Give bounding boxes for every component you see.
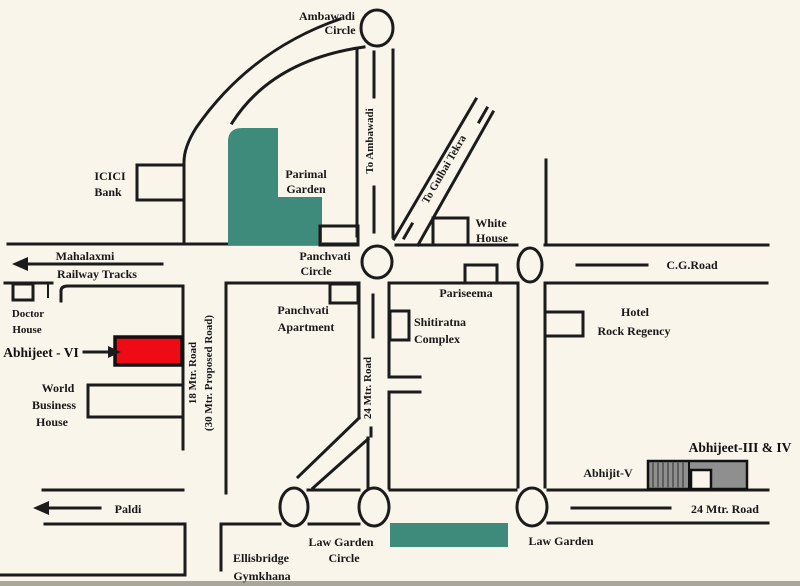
label-abhijeet-vi: Abhijeet - VI: [3, 345, 79, 360]
road-gulbai-dash-1: [401, 221, 415, 241]
road-24mtr-diagonal: [295, 415, 362, 480]
road-fork-inner-diagonal: [310, 436, 371, 491]
law-garden-circle-east-node: [357, 486, 391, 528]
panchvati-circle-node: [360, 244, 394, 280]
label-abhijit-v: Abhijit-V: [583, 466, 633, 480]
label-shitiratna-1: Shitiratna: [414, 315, 466, 329]
road-paldi-lower: [0, 522, 187, 577]
label-abhijeet-iii-iv: Abhijeet-III & IV: [689, 440, 792, 455]
label-panchvati-apartment-1: Panchvati: [277, 303, 329, 317]
label-law-garden-circle-1: Law Garden: [308, 535, 373, 549]
label-white-house-2: House: [476, 231, 509, 245]
railway-left-arrow-icon: [12, 257, 28, 271]
building-world-business-house: [86, 383, 185, 419]
road-gulbai-dash-2: [476, 105, 490, 125]
buildings: [11, 163, 749, 491]
label-railway-tracks: Railway Tracks: [57, 267, 137, 281]
building-doctor-house: [11, 282, 35, 302]
label-ambawadi-circle-1: Ambawadi: [299, 9, 356, 23]
label-wbh-2: Business: [32, 398, 76, 412]
law-garden-circle-west-node: [278, 486, 310, 528]
label-parimal-garden-1: Parimal: [285, 167, 327, 181]
label-18-mtr-road: 18 Mtr. Road: [187, 342, 199, 404]
label-24-mtr-road-vertical: 24 Mtr. Road: [362, 357, 374, 419]
label-mahalaxmi: Mahalaxmi: [56, 249, 115, 263]
label-ellisbridge-2: Gymkhana: [233, 569, 290, 583]
label-panchvati-circle-1: Panchvati: [299, 249, 351, 263]
building-icici-bank: [135, 163, 186, 202]
landmarks: [228, 128, 508, 547]
label-hotel-1: Hotel: [621, 305, 650, 319]
parimal-garden-area: [228, 128, 322, 245]
label-pariseema: Pariseema: [439, 286, 492, 300]
label-parimal-garden-2: Garden: [286, 182, 326, 196]
label-to-ambawadi: To Ambawadi: [364, 108, 376, 173]
road-gulbai-edge-1: [391, 96, 479, 242]
arrows: [12, 257, 164, 515]
law-garden-road-circle-node: [515, 486, 549, 528]
building-near-panchvati-circle: [318, 224, 360, 247]
road-curve-outer: [182, 17, 342, 245]
building-abhijeet-iii-iv-hatching: [652, 462, 684, 488]
label-wbh-3: House: [36, 415, 69, 429]
label-doctor-house-1: Doctor: [12, 308, 44, 320]
building-shitiratna: [388, 309, 411, 342]
label-white-house-1: White: [475, 216, 507, 230]
label-ambawadi-circle-2: Circle: [324, 23, 356, 37]
scan-artifact-band: [0, 581, 800, 586]
label-ellisbridge-1: Ellisbridge: [233, 551, 290, 565]
label-panchvati-apartment-2: Apartment: [278, 320, 335, 334]
label-law-garden-circle-2: Circle: [328, 551, 360, 565]
cg-road-circle-node: [516, 246, 544, 284]
label-doctor-house-2: House: [12, 324, 41, 336]
ambawadi-circle-node: [359, 8, 395, 48]
building-abhijeet-vi: [113, 335, 184, 367]
building-panchvati-apartment-notch: [328, 282, 360, 305]
label-icici-1: ICICI: [94, 169, 126, 183]
label-paldi: Paldi: [115, 502, 142, 516]
label-hotel-2: Rock Regency: [598, 324, 671, 338]
label-icici-2: Bank: [94, 185, 122, 199]
label-shitiratna-2: Complex: [414, 332, 460, 346]
label-wbh-1: World: [42, 381, 75, 395]
building-abhijeet-iii-iv-notch: [689, 468, 713, 491]
abhijeet-vi-right-arrow-icon: [108, 346, 121, 358]
label-24-mtr-road-bottom: 24 Mtr. Road: [691, 502, 759, 516]
building-pariseema: [463, 263, 499, 285]
building-white-house: [431, 216, 470, 247]
label-30-mtr-proposed: (30 Mtr. Proposed Road): [203, 315, 215, 431]
label-panchvati-circle-2: Circle: [300, 264, 332, 278]
paldi-left-arrow-icon: [33, 501, 49, 515]
label-law-garden: Law Garden: [528, 534, 593, 548]
road-block-corner-west: [59, 284, 185, 303]
building-hotel-rock-regency: [543, 310, 585, 338]
label-cg-road: C.G.Road: [666, 258, 718, 272]
road-curve-inner: [229, 45, 366, 126]
building-abhijeet-iii-iv: [646, 459, 749, 491]
road-gulbai-edge-2: [415, 109, 496, 248]
junction-circles: [278, 8, 549, 528]
law-garden-area: [390, 523, 508, 547]
